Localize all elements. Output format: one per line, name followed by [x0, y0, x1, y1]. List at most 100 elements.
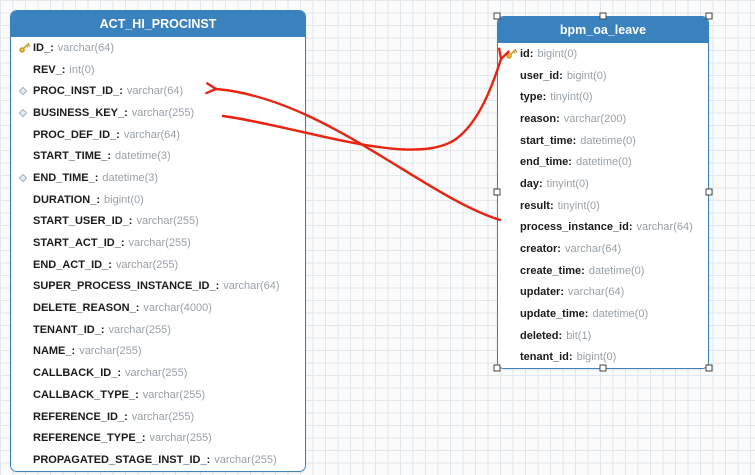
field-row[interactable]: DELETE_REASON_ varchar(4000): [11, 297, 305, 319]
field-row[interactable]: REV_ int(0): [11, 59, 305, 81]
field-row[interactable]: REFERENCE_ID_ varchar(255): [11, 406, 305, 428]
field-type: bigint(0): [104, 193, 144, 206]
selection-handle-top-middle[interactable]: [599, 12, 607, 20]
selection-handle-top-left[interactable]: [493, 12, 501, 20]
field-type: varchar(255): [125, 367, 188, 380]
field-row[interactable]: START_USER_ID_ varchar(255): [11, 211, 305, 233]
field-row[interactable]: BUSINESS_KEY_ varchar(255): [11, 102, 305, 124]
field-row[interactable]: reason varchar(200): [498, 108, 708, 130]
field-row[interactable]: tenant_id bigint(0): [498, 347, 708, 369]
field-row[interactable]: result tinyint(0): [498, 195, 708, 217]
field-name: SUPER_PROCESS_INSTANCE_ID_: [33, 280, 219, 292]
selection-handle-middle-right[interactable]: [705, 188, 713, 196]
field-row[interactable]: REFERENCE_TYPE_ varchar(255): [11, 427, 305, 449]
field-type: datetime(0): [575, 156, 632, 169]
field-type: datetime(3): [115, 150, 171, 163]
field-row[interactable]: end_time datetime(0): [498, 151, 708, 173]
field-type: bigint(0): [576, 351, 617, 364]
field-name: result: [520, 200, 554, 212]
index-diamond-icon: [18, 108, 28, 118]
field-type: datetime(0): [580, 134, 636, 147]
field-name: DELETE_REASON_: [33, 302, 139, 314]
field-row[interactable]: CALLBACK_ID_ varchar(255): [11, 362, 305, 384]
field-type: varchar(200): [563, 112, 627, 125]
field-row[interactable]: updater varchar(64): [498, 282, 708, 304]
field-type: bigint(0): [537, 47, 578, 60]
field-type: tinyint(0): [546, 177, 589, 190]
field-name: START_ACT_ID_: [33, 237, 124, 249]
field-row[interactable]: deleted bit(1): [498, 325, 708, 347]
field-name: REFERENCE_TYPE_: [33, 432, 145, 444]
field-name: START_USER_ID_: [33, 215, 132, 227]
selection-handle-middle-left[interactable]: [493, 188, 501, 196]
field-type: varchar(255): [115, 258, 179, 271]
field-icon-slot: [18, 173, 33, 183]
field-name: BUSINESS_KEY_: [33, 107, 128, 119]
field-row[interactable]: type tinyint(0): [498, 86, 708, 108]
field-row[interactable]: END_ACT_ID_ varchar(255): [11, 254, 305, 276]
field-row[interactable]: creator varchar(64): [498, 238, 708, 260]
field-row[interactable]: ID_ varchar(64): [11, 37, 305, 59]
field-row[interactable]: create_time datetime(0): [498, 260, 708, 282]
field-name: reason: [520, 113, 560, 125]
field-list: ID_ varchar(64) REV_ int(0) PROC_INST_ID…: [11, 37, 305, 471]
field-row[interactable]: TENANT_ID_ varchar(255): [11, 319, 305, 341]
entity-table-act-hi-procinst[interactable]: ACT_HI_PROCINST ID_ varchar(64) REV_ int…: [10, 10, 306, 472]
field-type: varchar(255): [131, 410, 195, 423]
field-row[interactable]: process_instance_id varchar(64): [498, 217, 708, 239]
field-row[interactable]: PROPAGATED_STAGE_INST_ID_ varchar(255): [11, 449, 305, 471]
field-name: creator: [520, 243, 561, 255]
field-row[interactable]: start_time datetime(0): [498, 130, 708, 152]
field-row[interactable]: id bigint(0): [498, 43, 708, 65]
field-icon-slot: [18, 41, 33, 54]
field-name: updater: [520, 286, 564, 298]
selection-handle-bottom-left[interactable]: [493, 364, 501, 371]
field-icon-slot: [18, 108, 33, 118]
field-name: id: [520, 48, 533, 60]
field-row[interactable]: day tinyint(0): [498, 173, 708, 195]
field-row[interactable]: NAME_ varchar(255): [11, 341, 305, 363]
field-row[interactable]: user_id bigint(0): [498, 65, 708, 87]
field-row[interactable]: CALLBACK_TYPE_ varchar(255): [11, 384, 305, 406]
primary-key-icon: [506, 49, 518, 59]
field-name: PROC_DEF_ID_: [33, 129, 120, 141]
field-row[interactable]: START_ACT_ID_ varchar(255): [11, 232, 305, 254]
field-type: varchar(4000): [143, 302, 212, 315]
field-type: tinyint(0): [557, 199, 600, 212]
field-type: varchar(255): [136, 215, 199, 228]
field-type: varchar(255): [214, 453, 277, 466]
field-row[interactable]: PROC_INST_ID_ varchar(64): [11, 80, 305, 102]
field-name: process_instance_id: [520, 221, 633, 233]
field-type: varchar(255): [142, 388, 206, 401]
field-row[interactable]: update_time datetime(0): [498, 303, 708, 325]
field-name: START_TIME_: [33, 150, 111, 162]
field-type: varchar(64): [223, 280, 280, 293]
field-row[interactable]: DURATION_ bigint(0): [11, 189, 305, 211]
field-row[interactable]: START_TIME_ datetime(3): [11, 145, 305, 167]
field-row[interactable]: PROC_DEF_ID_ varchar(64): [11, 124, 305, 146]
field-type: varchar(255): [149, 432, 212, 445]
entity-table-bpm-oa-leave[interactable]: bpm_oa_leave id bigint(0) user_id bigint…: [497, 16, 709, 370]
field-name: TENANT_ID_: [33, 324, 105, 336]
selection-box: [493, 12, 713, 371]
table-title[interactable]: ACT_HI_PROCINST: [11, 11, 305, 37]
field-type: varchar(64): [123, 128, 181, 141]
index-diamond-icon: [18, 86, 28, 96]
selection-handle-bottom-right[interactable]: [705, 364, 713, 371]
field-name: deleted: [520, 330, 562, 342]
field-type: tinyint(0): [550, 91, 593, 104]
field-row[interactable]: END_TIME_ datetime(3): [11, 167, 305, 189]
primary-key-icon: [19, 43, 31, 53]
field-row[interactable]: SUPER_PROCESS_INSTANCE_ID_ varchar(64): [11, 276, 305, 298]
selection-handle-top-right[interactable]: [705, 12, 713, 20]
field-type: varchar(64): [568, 286, 625, 299]
index-diamond-icon: [18, 173, 28, 183]
field-name: create_time: [520, 265, 585, 277]
field-type: bigint(0): [566, 69, 607, 82]
field-name: tenant_id: [520, 351, 573, 363]
selection-handle-bottom-middle[interactable]: [599, 364, 607, 371]
field-type: bit(1): [566, 329, 592, 342]
field-icon-slot: [18, 86, 33, 96]
table-title[interactable]: bpm_oa_leave: [498, 17, 708, 43]
